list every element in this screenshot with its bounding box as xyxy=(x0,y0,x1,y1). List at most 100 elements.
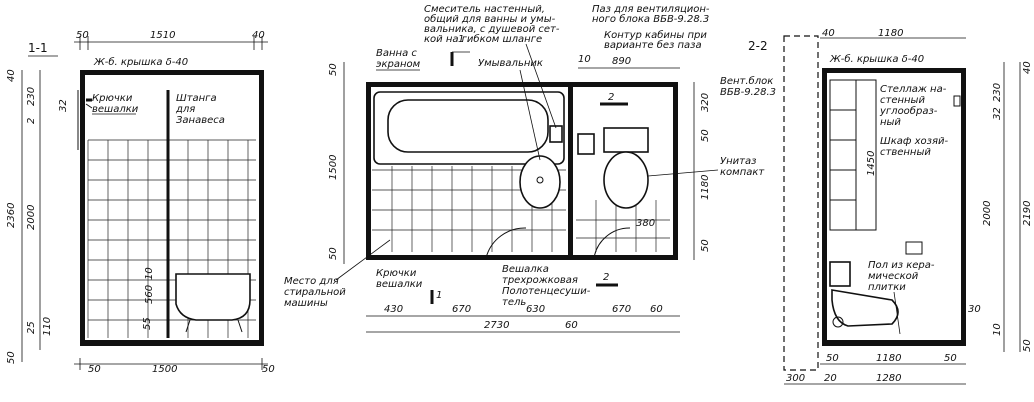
dim-left-25: 25 xyxy=(26,321,37,334)
bathtub-inner xyxy=(387,99,549,153)
dim-plan-left-50: 50 xyxy=(328,63,339,76)
section-2-2: 40 1180 Ж-б. крышка δ-40 Стеллаж на- сте… xyxy=(783,28,1033,385)
door-swing-2 xyxy=(593,227,631,259)
washbasin xyxy=(519,155,561,209)
dim-r-bottom-50: 50 xyxy=(826,353,839,364)
plan-right-wall xyxy=(673,82,678,260)
ceiling-slab xyxy=(80,70,264,75)
dim-bottom-2: 1500 xyxy=(152,364,177,375)
towel-label-4: тель xyxy=(502,297,526,308)
shelving-label-2: стенный xyxy=(880,95,925,106)
dim-r-bottom-20: 20 xyxy=(824,373,837,384)
dim-r-right-32: 32 xyxy=(992,107,1003,120)
dim-r-cabinet-1450: 1450 xyxy=(866,151,877,176)
bath-label-1: Ванна с xyxy=(376,48,417,59)
left-wall xyxy=(80,70,85,346)
dim-left-230: 230 xyxy=(26,87,37,106)
pipes xyxy=(577,133,595,155)
dim-r-right-2190: 2190 xyxy=(1022,201,1033,226)
floor-label-3: плитки xyxy=(868,282,906,293)
dim-right-32: 32 xyxy=(58,99,69,112)
dim-plan-left-1500: 1500 xyxy=(328,155,339,180)
vent-groove-label-1: Паз для вентиляцион- xyxy=(592,4,710,15)
mixer-label-3: вальника, с душевой сет- xyxy=(424,24,560,35)
plan-top-wall xyxy=(366,82,678,87)
leader-line xyxy=(893,291,901,335)
washer-label-2: стиральной xyxy=(284,287,346,298)
dim-left-2: 2 xyxy=(26,118,37,124)
right-wall xyxy=(259,70,264,346)
cabin-contour-label-1: Контур кабины при xyxy=(604,29,707,41)
cut-2-top: 2 xyxy=(608,92,614,103)
dim-bottom-3: 50 xyxy=(262,364,275,375)
washbasin-drain xyxy=(536,176,544,184)
leader-line xyxy=(647,169,719,177)
washbasin-label: Умывальник xyxy=(478,58,543,69)
hooks-label-1: Крючки xyxy=(92,93,133,104)
dim-r-right-230: 230 xyxy=(992,83,1003,102)
dim-right-560: 560 xyxy=(144,285,155,304)
rod-label-2: для xyxy=(175,104,195,115)
bathtub xyxy=(175,273,251,321)
dim-plan-bottom-670b: 670 xyxy=(612,304,631,315)
dim-top-1: 50 xyxy=(76,30,89,41)
plan-partition xyxy=(568,82,573,260)
shelving-label-4: ный xyxy=(880,117,901,128)
dim-plan-bottom-670: 670 xyxy=(452,304,471,315)
towel-label-1: Вешалка xyxy=(502,264,549,275)
leader-line xyxy=(335,239,391,281)
hooks-bracket xyxy=(85,103,93,109)
dim-left-2360: 2360 xyxy=(6,203,17,228)
dim-plan-bottom-430: 430 xyxy=(384,304,403,315)
floor-slab xyxy=(80,340,264,346)
floor-tiles xyxy=(372,166,670,252)
leader-line xyxy=(519,69,541,161)
toilet-tank xyxy=(603,127,649,153)
r-ceiling-slab xyxy=(822,68,966,73)
dim-r-top-40: 40 xyxy=(822,28,835,39)
dim-right-55: 55 xyxy=(142,317,153,330)
toilet-label-2: компакт xyxy=(720,167,765,178)
dim-left-40: 40 xyxy=(6,69,17,82)
dim-plan-bottom-60: 60 xyxy=(650,304,663,315)
dim-plan-right-50: 50 xyxy=(700,129,711,142)
cabin-contour-label-2: варианте без паза xyxy=(604,39,702,51)
floor-label-2: мической xyxy=(868,271,919,282)
r-left-wall xyxy=(822,68,827,346)
dim-plan-bottom-60-extra: 60 xyxy=(565,320,578,331)
vent-block-label-2: ВБВ-9.28.3 xyxy=(720,87,776,98)
toilet-label-1: Унитаз xyxy=(720,156,756,167)
toilet-bowl xyxy=(603,151,649,209)
dim-top-3: 40 xyxy=(252,30,265,41)
towel-label-2: трехрожковая xyxy=(502,275,578,286)
dim-left-110: 110 xyxy=(42,317,53,336)
dim-r-right-10: 10 xyxy=(992,323,1003,336)
dim-left-50: 50 xyxy=(6,351,17,364)
dim-r-right-50: 50 xyxy=(1022,339,1033,352)
shelving-label-1: Стеллаж на- xyxy=(880,84,947,95)
dim-plan-left-50b: 50 xyxy=(328,247,339,260)
dim-r-bottom-1180: 1180 xyxy=(876,353,901,364)
section-1-1: 1-1 50 1510 40 Ж-б. крышка δ-40 xyxy=(6,30,275,375)
washer-label-3: машины xyxy=(284,298,328,309)
mixer-label-1: Смеситель настенный, xyxy=(424,4,545,15)
cut-2-bottom: 2 xyxy=(603,272,609,283)
dim-r-bottom-50b: 50 xyxy=(944,353,957,364)
vent-block-outline xyxy=(783,35,819,371)
bath-label-2: экраном xyxy=(376,59,421,70)
vent-groove-label-2: ного блока ВБВ-9.28.3 xyxy=(592,13,709,25)
floor-plan: 1 1 2 2 2-2 xyxy=(284,4,776,333)
mixer xyxy=(549,125,563,143)
shelving-label-3: углообраз- xyxy=(879,105,938,117)
floor-label-1: Пол из кера- xyxy=(868,260,935,271)
r-toilet-bowl xyxy=(831,289,899,327)
section-1-1-title: 1-1 xyxy=(28,41,48,55)
r-vent-grill xyxy=(953,95,961,107)
vent-block-label-1: Вент.блок xyxy=(720,75,773,87)
cut-1-bottom: 1 xyxy=(436,290,442,301)
dim-r-bottom-1280: 1280 xyxy=(876,373,901,384)
r-toilet-tank xyxy=(829,261,851,287)
plan-hooks-label-1: Крючки xyxy=(376,268,417,279)
bathtub-leg xyxy=(185,319,191,333)
